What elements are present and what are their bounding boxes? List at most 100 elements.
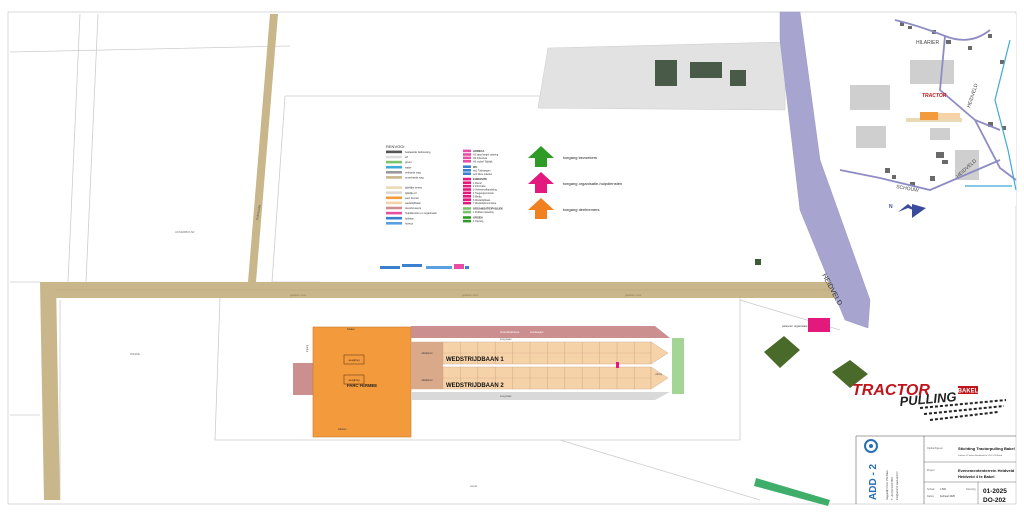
legend-swatch [463, 195, 471, 198]
track-1-label: WEDSTRIJDBAAN 1 [446, 357, 504, 363]
weighbridge [343, 354, 365, 365]
legend-item: wedstrijdbaan [405, 201, 422, 205]
client-name: Stichting Tractorpulling Bakel [958, 446, 1015, 451]
zone-label: toiletten [338, 428, 347, 431]
legend-item: wc1 Toiletwagen [473, 169, 491, 172]
company-address: Reggedijk 3 5111 CW Bakel [886, 470, 889, 500]
minimap-site [920, 112, 938, 120]
legend-swatch [463, 160, 471, 163]
legend-swatch [463, 153, 471, 156]
tent [832, 360, 868, 388]
legend-item: tijdelijk erf [405, 191, 417, 195]
legend-swatch [463, 201, 471, 205]
parking-label: parkeren organisatie [782, 324, 808, 328]
drawing-label: Tekening [966, 488, 976, 491]
legend-title: RENVOOI [386, 144, 404, 149]
minimap-site-track [938, 113, 960, 119]
green-strip [672, 338, 684, 394]
minimap-roads [839, 19, 1017, 191]
track-start-label: afsluitpunt [422, 352, 433, 355]
existing-building [690, 62, 722, 78]
legend-item: 4 Toegangscontrole [473, 192, 494, 195]
legend-item: horeca [405, 221, 413, 225]
logo-badge [958, 386, 978, 394]
legend-item: 6 Wedstrijdbaan [473, 199, 491, 202]
drawing-number: 01-2025 [983, 488, 1007, 495]
scale-label: Schaal [927, 488, 935, 491]
legend-swatch [463, 149, 471, 153]
add2-logo-icon [864, 439, 878, 453]
location-minimap: HILARIER HEIDVELD HEIDVELD SCHOUW N TRAC… [838, 14, 1017, 218]
legend-swatch [386, 196, 402, 200]
return-lane-label: terug-baan [500, 395, 512, 398]
weighbridge-label: weegbrug [349, 359, 361, 362]
entrance-zone [293, 363, 313, 395]
entrance-label: ingang [306, 344, 309, 352]
field-label: AKKERBOUW [175, 230, 195, 234]
legend: RENVOOI bestaande bebouwingerfgroenwater… [386, 144, 503, 225]
access-arrow-label: toegang organisatie-hulpdiensten [563, 181, 622, 186]
legend-item: H3 mobiel Tijdelijk [473, 160, 493, 163]
minimap-water [965, 39, 1017, 191]
legend-swatch [463, 169, 471, 172]
legend-swatch [463, 172, 471, 175]
company-name: ADD - 2 [868, 463, 879, 500]
legend-heading: WC [473, 165, 477, 169]
legend-swatch [463, 181, 471, 184]
street-label-small: Bakelsedijk [255, 204, 262, 220]
date-value: Februari 2025 [940, 495, 956, 498]
minimap-buildings [850, 60, 979, 180]
legend-swatch [463, 216, 471, 219]
zone-label: hekken [347, 328, 355, 331]
minimap-logo: TRACTOR [922, 93, 947, 99]
parc-ferme-label: PARC FERMEE [347, 383, 377, 388]
spectator-zone [411, 326, 670, 338]
exit-label: uitloop [655, 373, 663, 376]
legend-swatch [386, 191, 402, 194]
marker [616, 362, 619, 368]
weighbridge [343, 374, 365, 385]
date-label: Datum [927, 495, 934, 498]
legend-swatch [463, 156, 471, 160]
legend-item: 7 Wedstrijdcommissie [473, 202, 497, 205]
legend-swatch [386, 165, 402, 169]
access-arrow-icon [528, 198, 554, 219]
track-2-label: WEDSTRIJDBAAN 2 [446, 383, 504, 389]
project-name: Evenemententerrein Heidveld [958, 468, 1015, 473]
north-arrow-icon [912, 204, 926, 218]
legend-item: 2 Informatie [473, 185, 486, 188]
legend-heading: HORECA [473, 149, 484, 153]
legend-item: 1 Dienst [473, 182, 482, 185]
client-address: Zoeken 12 leden Hoofdveld in 5761 XX Bak… [958, 455, 1003, 457]
logo-badge-text: BAKEL [958, 389, 979, 395]
access-arrow-icon [528, 172, 554, 193]
road-tick-label: gesloten zone [625, 293, 642, 297]
legend-swatch [386, 211, 402, 215]
tractor-pulling-logo: TRACTOR PULLING BAKEL [852, 382, 1007, 421]
legend-swatch [386, 186, 402, 189]
legend-swatch [463, 210, 471, 214]
legend-item: toeschouwers [405, 206, 422, 210]
project-address: Heidveld 4 te Bakel [958, 474, 994, 479]
zone-label: horeca/barbecue [500, 330, 520, 334]
legend-swatch [463, 177, 471, 181]
legend-swatch [386, 206, 402, 210]
title-block: ADD - 2 Reggedijk 3 5111 CW Bakel T: +31… [855, 435, 1016, 504]
weighbridge-label: weegbrug [349, 379, 361, 382]
legend-item: 1 Publiek opstelling [473, 211, 494, 214]
parc-ferme-area [312, 326, 412, 438]
bottom-meadow-label: weide [470, 484, 478, 488]
company-web: info@add2.nl www.add2.nl [896, 471, 899, 500]
track-grid [442, 341, 669, 390]
legend-swatch [386, 216, 402, 220]
legend-heading: EHBO/SITE [473, 177, 487, 181]
legend-swatch [386, 222, 402, 225]
legend-item: erf [405, 155, 408, 159]
minimap-label: SCHOUW [896, 184, 920, 194]
legend-swatch [463, 188, 471, 191]
legend-item: tijdelijke tenten [405, 186, 423, 190]
track-start-zone [411, 342, 443, 389]
legend-item: bestaande bebouwing [405, 150, 431, 154]
